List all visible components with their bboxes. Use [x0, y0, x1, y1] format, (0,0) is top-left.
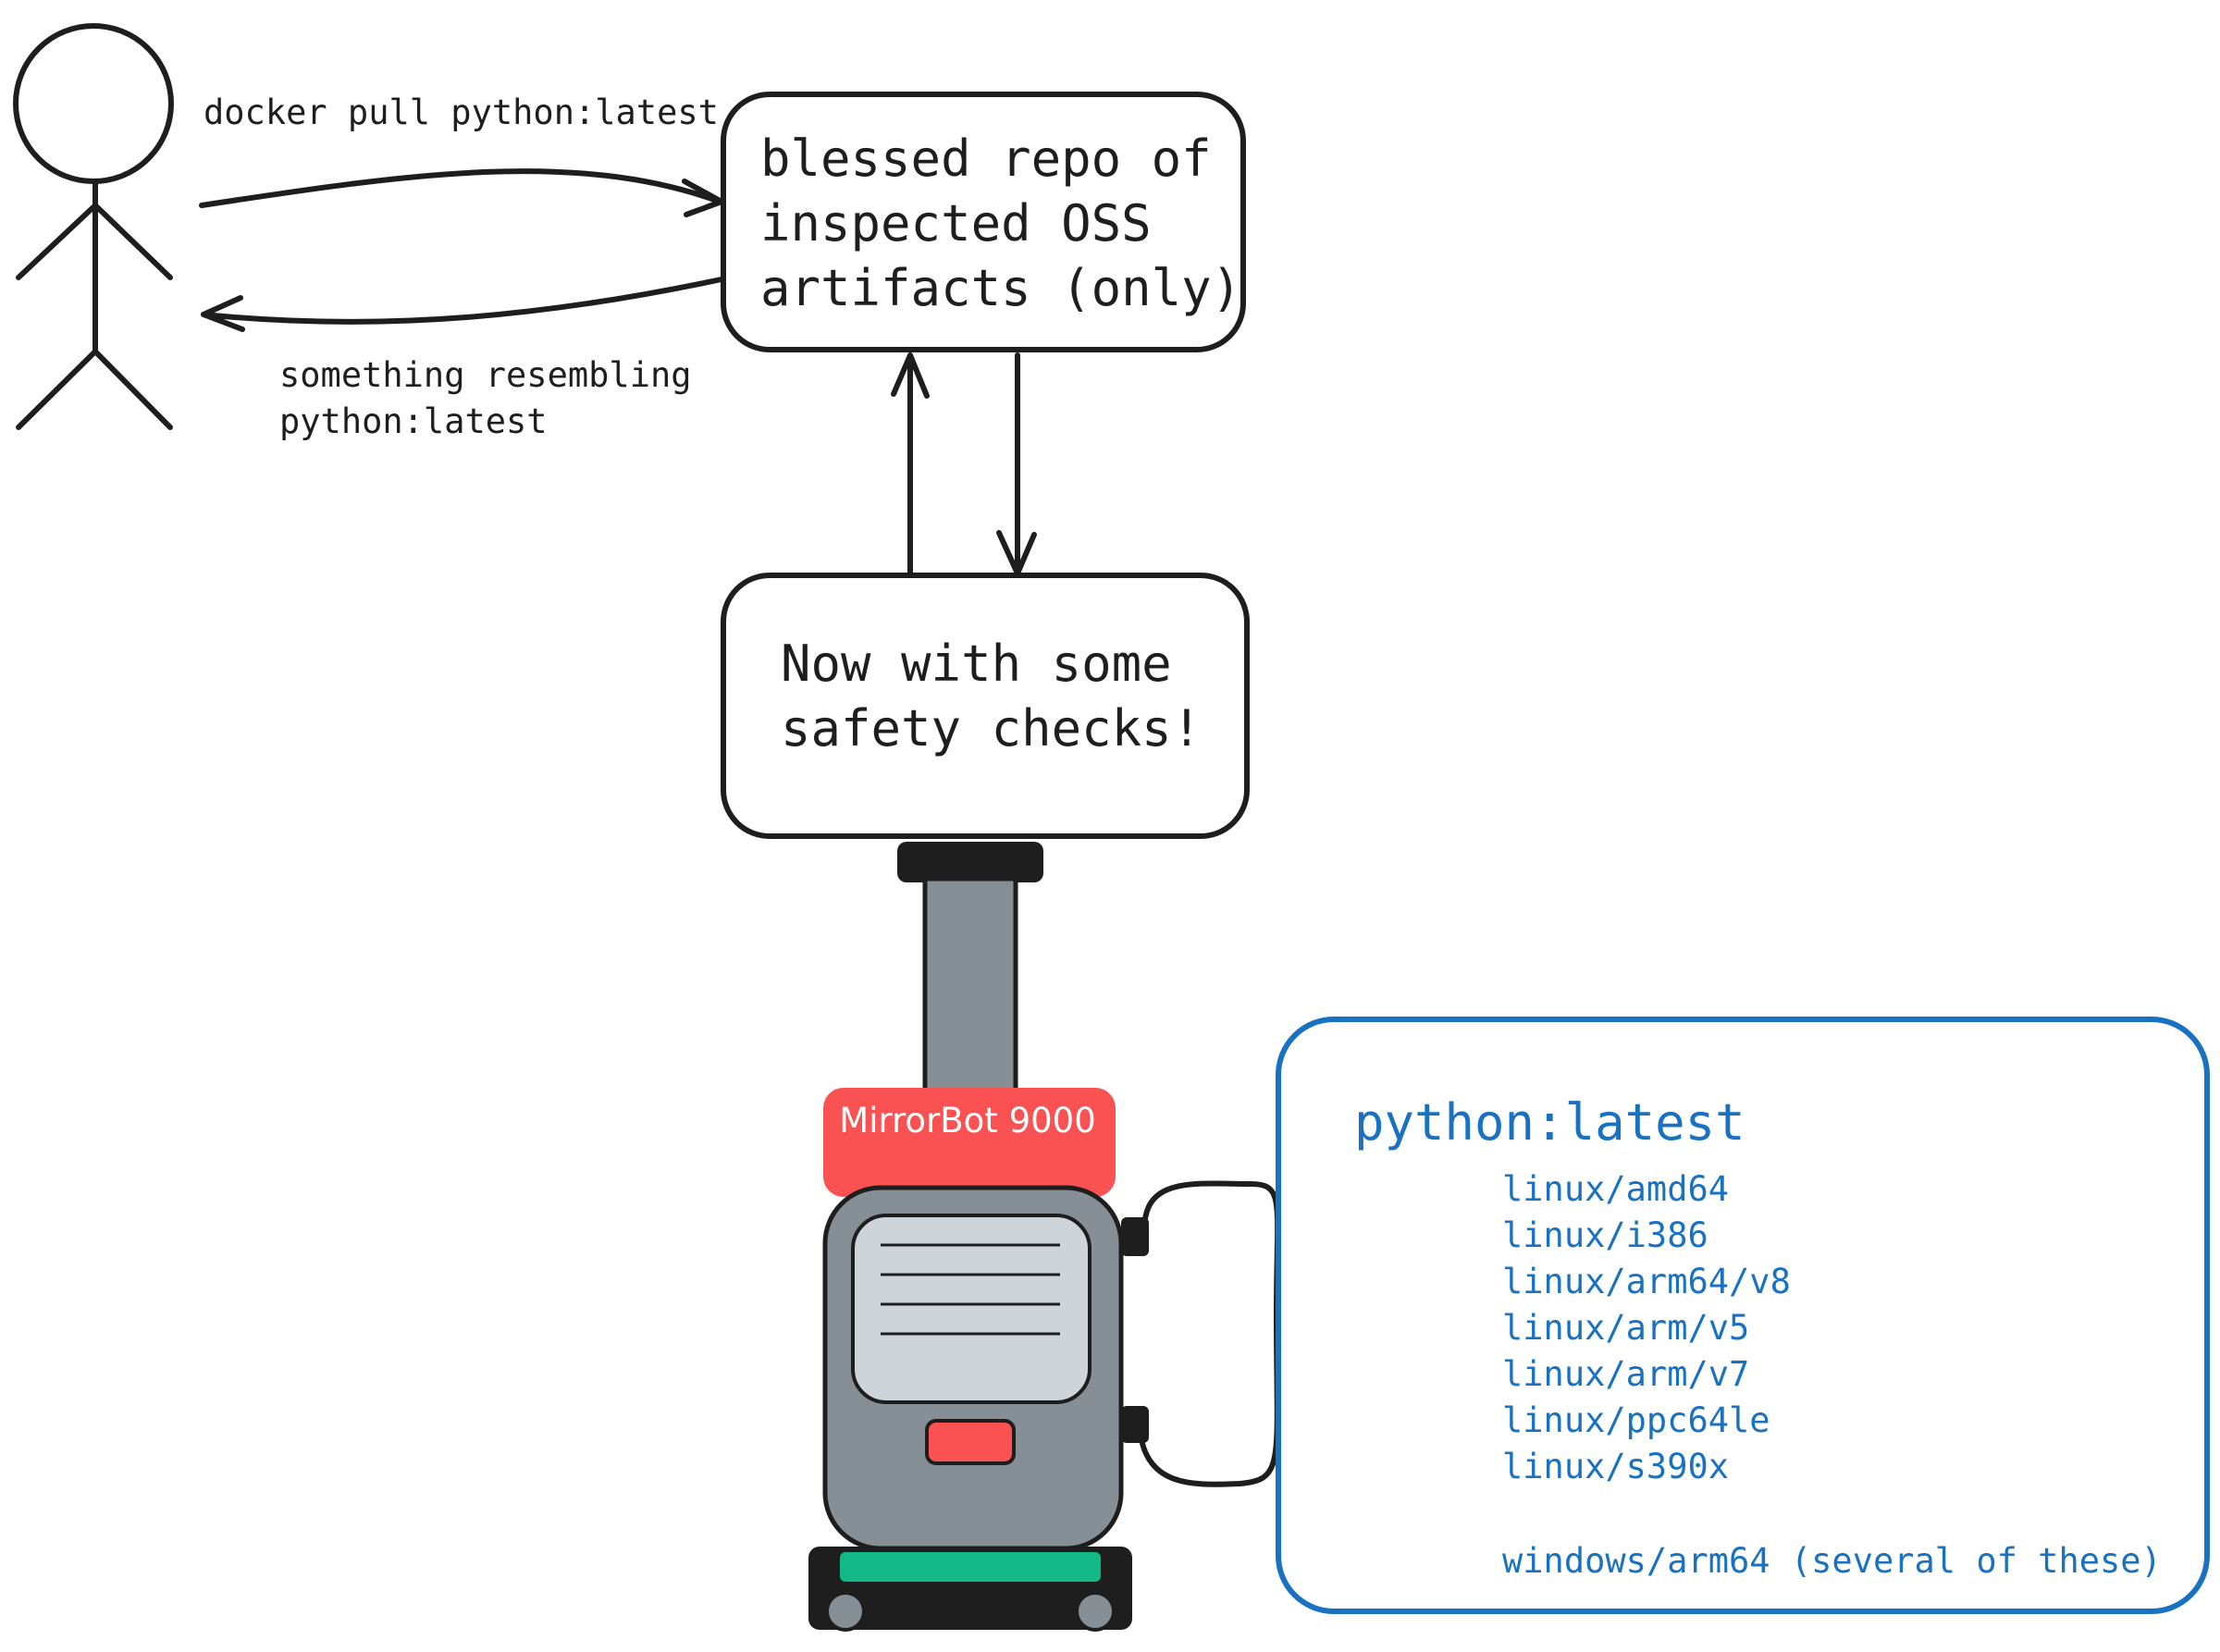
response-label: something resembling python:latest — [279, 355, 712, 441]
safety-box-text: Now with some safety checks! — [781, 635, 1202, 758]
robot-screen-lines — [881, 1243, 1060, 1336]
repo-box-line: blessed repo of — [760, 129, 1212, 188]
response-label-line: something resembling — [279, 355, 692, 395]
robot-neck-cap — [897, 842, 1043, 882]
robot-neck — [922, 876, 1018, 1096]
platform-item: linux/arm/v5 — [1502, 1308, 1749, 1348]
robot-name-label: MirrorBot 9000 — [839, 1101, 1095, 1140]
request-label: docker pull python:latest — [204, 92, 719, 132]
robot-screen — [851, 1214, 1092, 1404]
platform-list: linux/amd64 linux/i386 linux/arm64/v8 li… — [1502, 1169, 2162, 1581]
platform-extra: windows/arm64 (several of these) — [1502, 1541, 2162, 1581]
stick-figure-icon — [13, 23, 174, 430]
safety-box-line: safety checks! — [781, 699, 1202, 758]
repo-box-line: inspected OSS — [760, 194, 1152, 253]
response-label-line: python:latest — [279, 401, 548, 441]
platform-item: linux/s390x — [1502, 1447, 1729, 1486]
robot-base-strip — [840, 1552, 1101, 1582]
mirrorbot-robot: MirrorBot 9000 — [808, 842, 1281, 1632]
safety-box: Now with some safety checks! — [721, 573, 1250, 839]
repo-box-text: blessed repo of inspected OSS artifacts … — [760, 129, 1241, 317]
python-platforms-box: python:latest linux/amd64 linux/i386 lin… — [1276, 1017, 2210, 1614]
upward-arrow — [891, 352, 930, 576]
robot-name-band — [823, 1088, 1116, 1197]
robot-wheel — [825, 1591, 866, 1632]
response-arrow — [201, 277, 724, 332]
python-box-title: python:latest — [1354, 1093, 1745, 1152]
repo-box-line: artifacts (only) — [760, 259, 1241, 317]
platform-item: linux/amd64 — [1502, 1169, 1729, 1209]
robot-plug — [1121, 1217, 1149, 1256]
platform-item: linux/ppc64le — [1502, 1400, 1770, 1440]
robot-wheel — [1075, 1591, 1116, 1632]
repo-box: blessed repo of inspected OSS artifacts … — [721, 92, 1246, 352]
robot-button — [925, 1419, 1016, 1465]
safety-box-line: Now with some — [781, 635, 1172, 693]
platform-item: linux/arm/v7 — [1502, 1354, 1749, 1394]
platform-item: linux/arm64/v8 — [1502, 1262, 1791, 1301]
request-arrow — [199, 168, 724, 217]
robot-plug — [1121, 1406, 1149, 1443]
downward-arrow — [996, 352, 1037, 576]
platform-item: linux/i386 — [1502, 1215, 1708, 1255]
